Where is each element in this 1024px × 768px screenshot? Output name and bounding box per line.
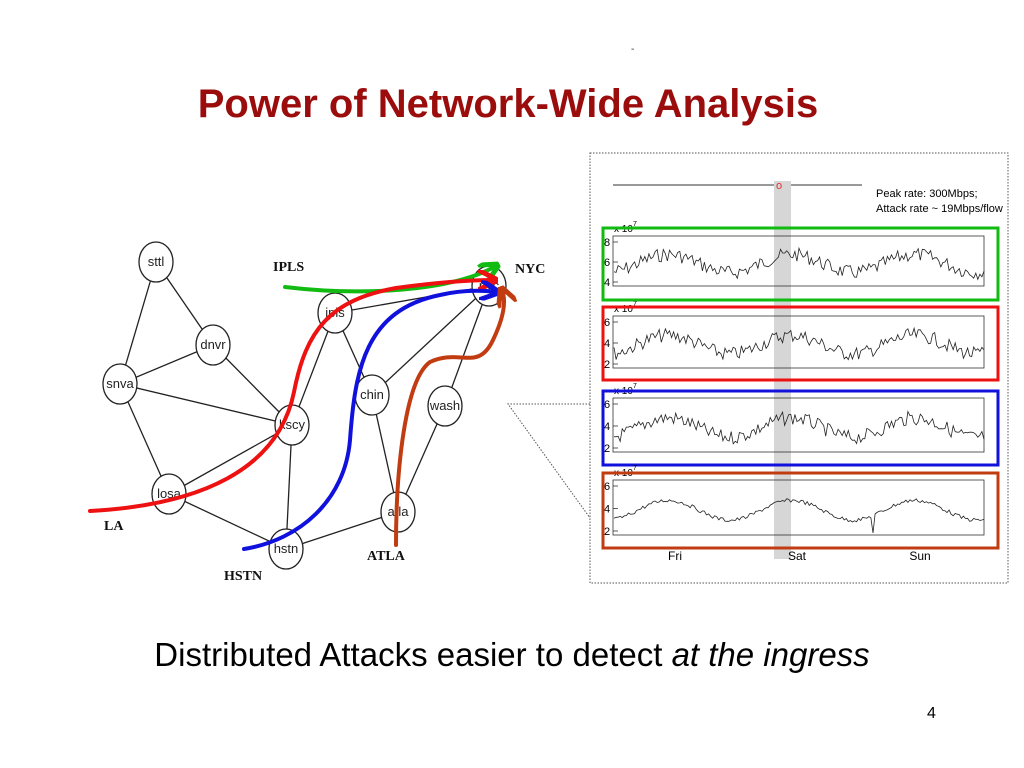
panel-scale-exponent: 7 bbox=[633, 221, 637, 228]
panel-highlight-frame bbox=[601, 389, 1000, 467]
node-label: hstn bbox=[274, 541, 299, 556]
node-label: dnvr bbox=[200, 337, 226, 352]
caption-main: Distributed Attacks easier to detect bbox=[154, 636, 672, 673]
caption-emphasis: at the ingress bbox=[671, 636, 870, 673]
callout-pointer bbox=[507, 403, 591, 519]
x-tick-fri: Fri bbox=[668, 549, 682, 563]
timeseries-callout: Peak rate: 300Mbps; Attack rate ~ 19Mbps… bbox=[507, 152, 1009, 584]
panel-y-tick: 6 bbox=[604, 317, 610, 329]
panel-series-line bbox=[613, 246, 985, 281]
panel-scale-exponent: 7 bbox=[633, 301, 637, 308]
annotation-line-2: Attack rate ~ 19Mbps/flow bbox=[876, 203, 1003, 215]
node-snva: snva bbox=[102, 363, 138, 405]
panel-y-tick: 2 bbox=[604, 359, 610, 371]
attack-flows bbox=[88, 266, 504, 551]
annotation-line-1: Peak rate: 300Mbps; bbox=[876, 188, 978, 200]
edge-snva-kscy bbox=[119, 383, 293, 426]
panel-y-tick: 6 bbox=[604, 257, 610, 269]
panel-y-tick: 8 bbox=[604, 237, 610, 249]
panel-axes bbox=[612, 315, 985, 369]
city-label-atla: ATLA bbox=[367, 549, 406, 564]
panel-y-tick: 4 bbox=[604, 338, 610, 350]
panel-highlight-frame bbox=[601, 471, 1000, 550]
node-wash: wash bbox=[427, 385, 463, 427]
edge-losa-kscy bbox=[168, 424, 293, 495]
x-tick-sun: Sun bbox=[909, 549, 930, 563]
node-label: chin bbox=[360, 387, 384, 402]
city-label-ipls: IPLS bbox=[273, 260, 304, 275]
node-label: wash bbox=[429, 398, 460, 413]
panel-y-tick: 6 bbox=[604, 481, 610, 493]
node-label: snva bbox=[106, 376, 134, 391]
edge-kscy-hstn bbox=[285, 424, 293, 550]
flow-hstn-to-nyc bbox=[242, 291, 496, 551]
node-dnvr: dnvr bbox=[195, 324, 231, 366]
panel-scale-exponent: 7 bbox=[633, 465, 637, 472]
edge-hstn-atla bbox=[285, 511, 399, 550]
flow-atla-to-nyc bbox=[394, 290, 504, 547]
attack-time-band bbox=[774, 181, 791, 559]
panel-y-tick: 2 bbox=[604, 526, 610, 538]
node-chin: chin bbox=[354, 374, 390, 416]
panel-axes bbox=[612, 479, 985, 536]
city-label-la: LA bbox=[104, 519, 124, 534]
x-tick-sat: Sat bbox=[788, 549, 807, 563]
panel-series-line bbox=[613, 410, 985, 445]
node-losa: losa bbox=[151, 473, 187, 515]
panel-axes bbox=[612, 235, 985, 287]
flow-ipls-to-nyc bbox=[283, 266, 496, 294]
stray-mark: - bbox=[631, 44, 635, 55]
city-label-hstn: HSTN bbox=[224, 569, 262, 584]
node-sttl: sttl bbox=[138, 241, 174, 283]
attack-marker: o bbox=[776, 180, 782, 192]
flow-la-to-nyc bbox=[88, 280, 494, 513]
edge-chin-nyc bbox=[371, 285, 490, 396]
page-number: 4 bbox=[927, 705, 936, 722]
node-nyc: nyc bbox=[471, 265, 507, 307]
panel-series-line bbox=[613, 498, 985, 534]
node-kscy: kscy bbox=[274, 404, 310, 446]
city-label-nyc: NYC bbox=[515, 262, 545, 277]
network-nodes: sttl dnvr snva losa kscy ipls bbox=[102, 241, 507, 570]
panel-highlight-frame bbox=[601, 305, 1000, 382]
network-graph: sttl dnvr snva losa kscy ipls bbox=[88, 241, 545, 584]
node-label: sttl bbox=[148, 254, 165, 269]
panel-axes bbox=[612, 397, 985, 453]
slide-caption: Distributed Attacks easier to detect at … bbox=[0, 636, 1024, 674]
edge-losa-hstn bbox=[168, 493, 287, 550]
edge-sttl-snva bbox=[119, 261, 157, 385]
city-labels: IPLS NYC LA HSTN ATLA bbox=[104, 260, 545, 584]
panel-scale-label: x 10 bbox=[614, 304, 633, 315]
edge-nyc-wash bbox=[444, 285, 490, 407]
panel-y-tick: 4 bbox=[604, 504, 610, 516]
panel-y-tick: 2 bbox=[604, 443, 610, 455]
panel-highlight-frame bbox=[601, 226, 1000, 302]
slide-title: Power of Network-Wide Analysis bbox=[197, 82, 819, 126]
panel-y-tick: 4 bbox=[604, 421, 610, 433]
panel-series-line bbox=[613, 326, 985, 361]
panel-y-tick: 6 bbox=[604, 399, 610, 411]
panel-scale-exponent: 7 bbox=[633, 383, 637, 390]
panel-y-tick: 4 bbox=[604, 277, 610, 289]
